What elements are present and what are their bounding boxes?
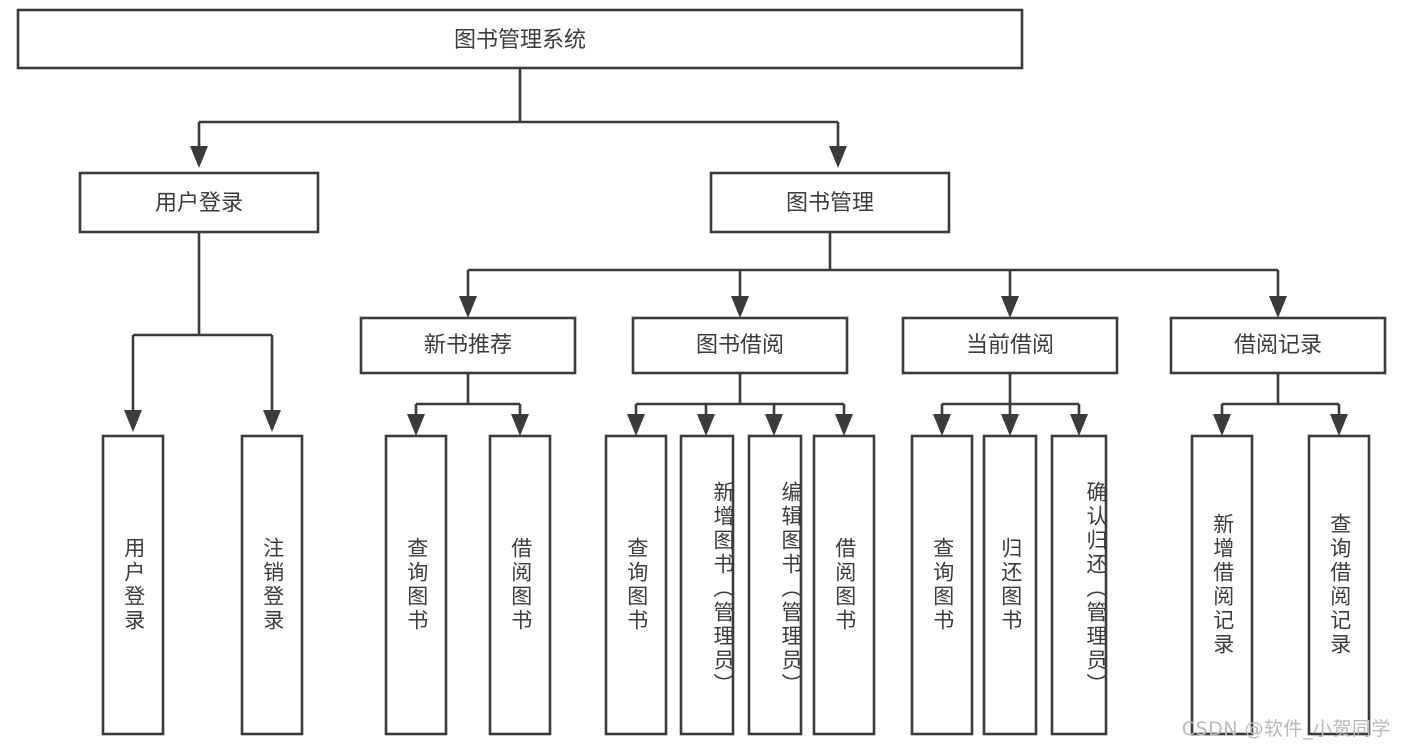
arrow-icon	[459, 296, 477, 318]
node-book-borrow-label: 图书借阅	[696, 333, 784, 358]
node-new-book-recommend[interactable]	[359, 316, 577, 375]
arrow-icon	[1330, 414, 1348, 436]
watermark-text: CSDN @软件_小贺同学	[1181, 718, 1391, 740]
leaf-box-query-borrow-record[interactable]	[1307, 434, 1371, 736]
leaf-box-confirm-return[interactable]	[1050, 434, 1108, 736]
leaf-box-borrow-book-2[interactable]	[812, 434, 876, 736]
arrow-icon	[835, 414, 853, 436]
leaf-box-add-book[interactable]	[679, 434, 735, 736]
connector-root-to-level2	[190, 68, 847, 168]
node-current-borrow[interactable]	[901, 316, 1119, 375]
arrow-icon	[124, 410, 142, 432]
connector-book-borrow-to-leaves	[627, 373, 853, 436]
arrow-icon	[1001, 414, 1019, 436]
arrow-icon	[1213, 414, 1231, 436]
leaf-box-return-book[interactable]	[982, 434, 1038, 736]
arrow-icon	[933, 414, 951, 436]
arrow-icon	[1001, 296, 1019, 318]
leaf-box-logout-login[interactable]	[240, 434, 304, 736]
leaf-box-query-book-3[interactable]	[910, 434, 974, 736]
leaf-box-add-borrow-record[interactable]	[1190, 434, 1254, 736]
node-borrow-record[interactable]	[1169, 316, 1387, 375]
arrow-icon	[1070, 414, 1088, 436]
node-borrow-record-label: 借阅记录	[1234, 333, 1322, 358]
node-book-borrow[interactable]	[631, 316, 849, 375]
arrow-icon	[511, 414, 529, 436]
node-book-manage[interactable]	[709, 171, 951, 234]
connector-user-login-to-leaves	[124, 232, 281, 432]
node-user-login[interactable]	[78, 171, 320, 234]
connector-borrow-record-to-leaves	[1213, 373, 1348, 436]
leaf-box-query-book-1[interactable]	[384, 434, 448, 736]
leaf-box-borrow-book-1[interactable]	[488, 434, 552, 736]
arrow-icon	[263, 410, 281, 432]
leaf-box-query-book-2[interactable]	[604, 434, 668, 736]
connector-book-manage-to-level3	[459, 232, 1287, 318]
arrow-icon	[829, 146, 847, 168]
arrow-icon	[697, 414, 715, 436]
leaf-box-edit-book[interactable]	[747, 434, 803, 736]
arrow-icon	[407, 414, 425, 436]
node-root[interactable]	[16, 8, 1024, 70]
leaf-box-user-login[interactable]	[101, 434, 165, 736]
arrow-icon	[731, 296, 749, 318]
connector-current-borrow-to-leaves	[933, 373, 1088, 436]
node-new-book-recommend-label: 新书推荐	[424, 333, 512, 358]
node-current-borrow-label: 当前借阅	[966, 333, 1054, 358]
connector-new-book-recommend-to-leaves	[407, 373, 529, 436]
node-user-login-label: 用户登录	[155, 191, 243, 216]
arrow-icon	[765, 414, 783, 436]
arrow-icon	[190, 146, 208, 168]
arrow-icon	[1269, 296, 1287, 318]
node-root-label: 图书管理系统	[454, 28, 586, 53]
arrow-icon	[627, 414, 645, 436]
node-book-manage-label: 图书管理	[786, 191, 874, 216]
